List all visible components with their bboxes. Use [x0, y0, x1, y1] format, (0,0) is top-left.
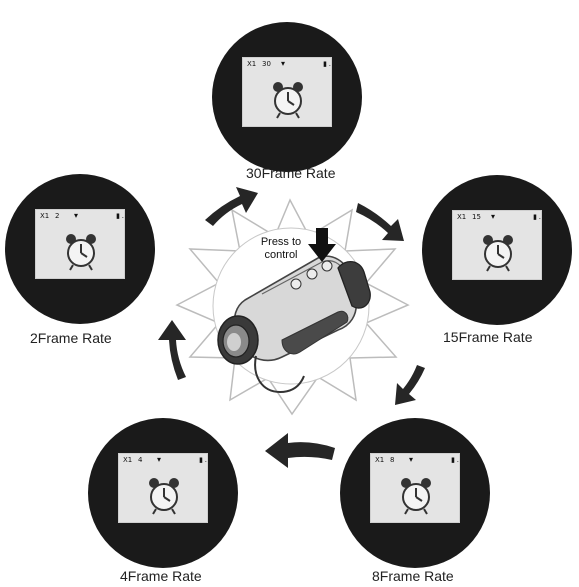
- signal-icon: .: [328, 60, 331, 68]
- press-instruction-line1: Press to: [260, 236, 302, 248]
- camera-screen: X1 2 ▾ ▮.: [35, 209, 125, 279]
- label-2-frame-rate: 2Frame Rate: [30, 330, 112, 346]
- wifi-icon: ▾: [74, 211, 79, 220]
- signal-icon: .: [121, 212, 124, 220]
- screen-status-text: X1: [457, 213, 467, 221]
- battery-icon: ▮: [451, 456, 455, 464]
- cycle-arrow-icon: [356, 203, 404, 241]
- label-15-frame-rate: 15Frame Rate: [443, 329, 533, 345]
- alarm-clock-icon: [149, 478, 179, 515]
- signal-icon: .: [456, 456, 459, 464]
- alarm-clock-icon: [66, 234, 96, 271]
- night-vision-monocular-icon: [217, 255, 371, 394]
- alarm-clock-icon: [273, 82, 303, 119]
- cycle-arrow-icon: [395, 365, 425, 405]
- frame-rate-indicator: 4: [138, 456, 143, 464]
- screen-status-text: X1: [40, 212, 50, 220]
- wifi-icon: ▾: [281, 59, 286, 68]
- mode-15-frame-rate: X1 15 ▾ ▮.: [422, 175, 572, 325]
- alarm-clock-icon: [401, 478, 431, 515]
- alarm-clock-icon: [483, 235, 513, 272]
- cycle-arrow-icon: [205, 187, 258, 226]
- press-instruction-line2: control: [264, 249, 298, 261]
- cycle-arrow-icon: [265, 433, 335, 468]
- wifi-icon: ▾: [491, 212, 496, 221]
- camera-screen: X1 4 ▾ ▮.: [118, 453, 208, 523]
- signal-icon: .: [204, 456, 207, 464]
- mode-8-frame-rate: X1 8 ▾ ▮.: [340, 418, 490, 568]
- battery-icon: ▮: [199, 456, 203, 464]
- signal-icon: .: [538, 213, 541, 221]
- label-8-frame-rate: 8Frame Rate: [372, 568, 454, 584]
- label-4-frame-rate: 4Frame Rate: [120, 568, 202, 584]
- frame-rate-indicator: 15: [472, 213, 481, 221]
- camera-screen: X1 30 ▾ ▮.: [242, 57, 332, 127]
- press-arrow-icon: [308, 228, 336, 262]
- camera-screen: X1 8 ▾ ▮.: [370, 453, 460, 523]
- battery-icon: ▮: [533, 213, 537, 221]
- screen-status-text: X1: [123, 456, 133, 464]
- wifi-icon: ▾: [157, 455, 162, 464]
- screen-status-text: X1: [375, 456, 385, 464]
- frame-rate-indicator: 30: [262, 60, 271, 68]
- mode-2-frame-rate: X1 2 ▾ ▮.: [5, 174, 155, 324]
- battery-icon: ▮: [323, 60, 327, 68]
- cycle-arrow-icon: [158, 320, 186, 380]
- camera-screen: X1 15 ▾ ▮.: [452, 210, 542, 280]
- wifi-icon: ▾: [409, 455, 414, 464]
- frame-rate-indicator: 8: [390, 456, 395, 464]
- label-30-frame-rate: 30Frame Rate: [246, 165, 336, 181]
- mode-4-frame-rate: X1 4 ▾ ▮.: [88, 418, 238, 568]
- press-to-control-text: Press to control: [252, 236, 310, 262]
- battery-icon: ▮: [116, 212, 120, 220]
- mode-30-frame-rate: X1 30 ▾ ▮.: [212, 22, 362, 172]
- frame-rate-indicator: 2: [55, 212, 60, 220]
- screen-status-text: X1: [247, 60, 257, 68]
